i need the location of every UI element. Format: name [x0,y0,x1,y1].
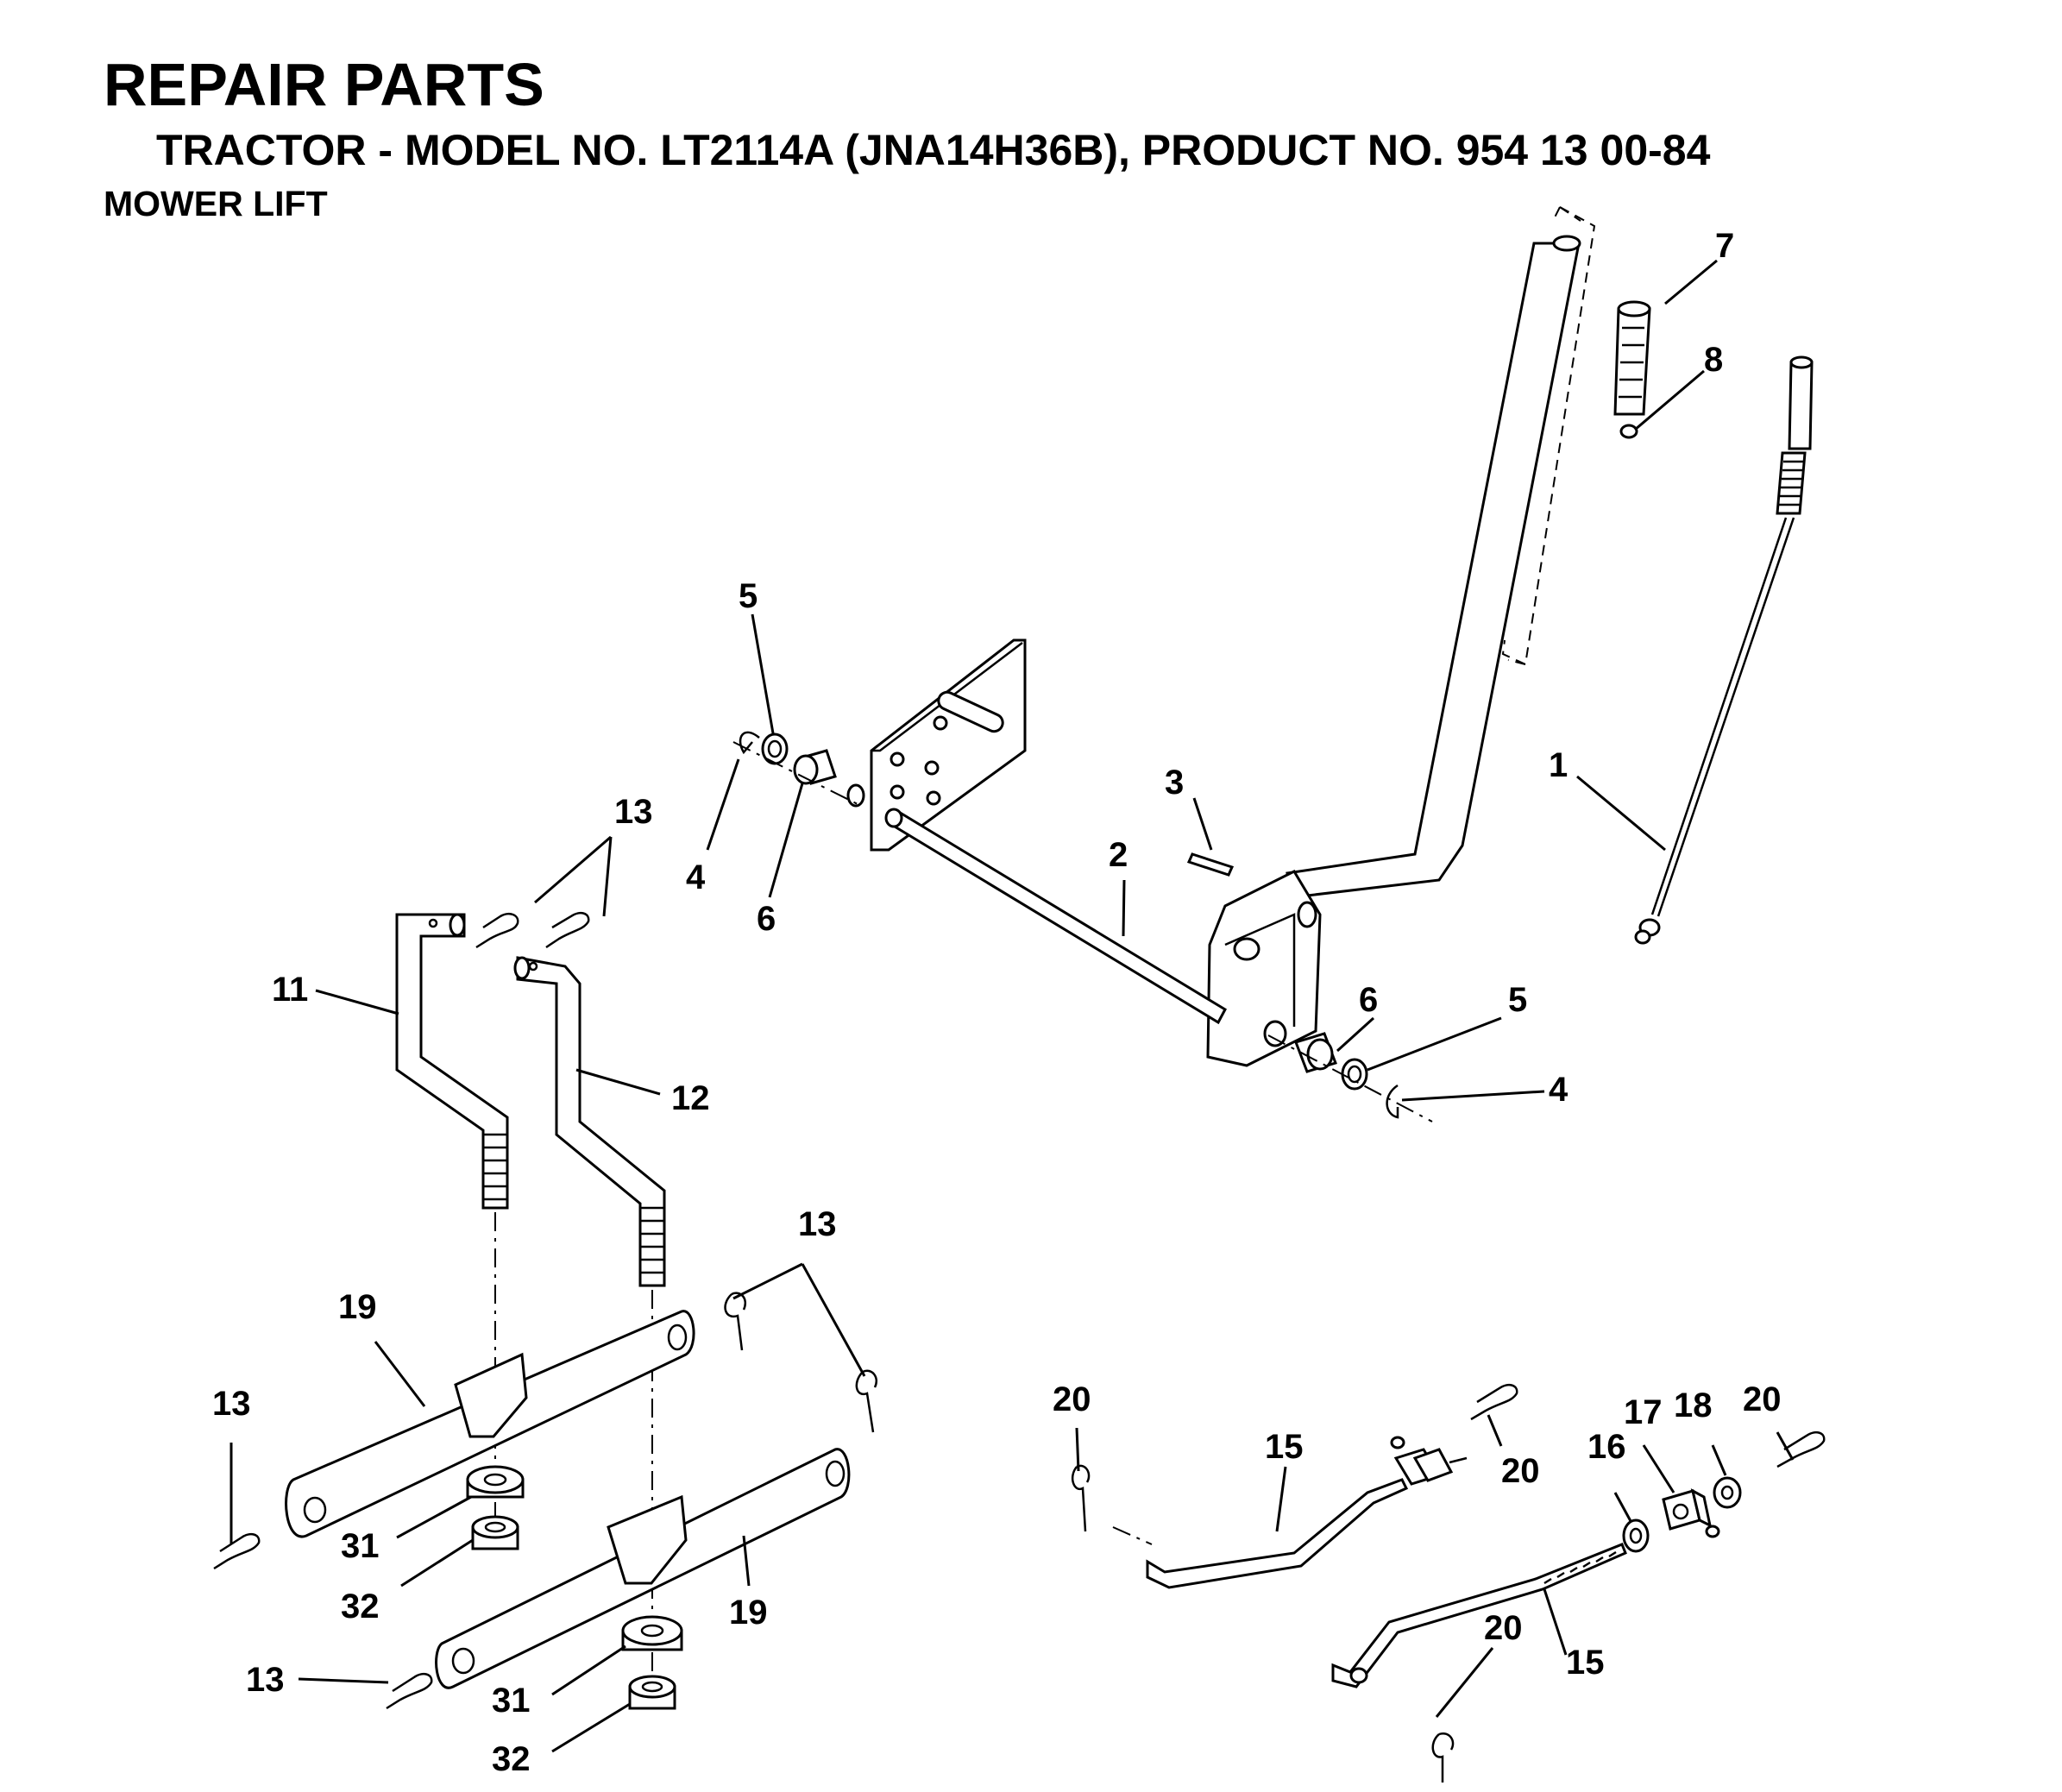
callout-11: 11 [272,971,308,1009]
lift-shaft-drawing [884,808,1227,1025]
grip-dashed-outline [1501,206,1596,666]
callout-13-lower: 13 [246,1661,285,1699]
leader-lines [229,259,1795,1753]
callout-20-right: 20 [1743,1380,1782,1418]
roll-pin-drawing [1186,852,1235,877]
callout-32-upper: 32 [341,1588,380,1625]
callout-17: 17 [1624,1393,1663,1431]
lift-plate-drawing [870,638,1027,852]
callout-15-lower: 15 [1566,1644,1605,1682]
callout-labels: 7 8 5 3 1 13 4 6 2 11 12 6 5 4 13 19 13 … [212,227,1782,1778]
callout-3: 3 [1165,764,1184,802]
lift-link-12-drawing [513,956,666,1287]
callout-6-left: 6 [757,900,776,938]
callout-15-upper: 15 [1265,1428,1304,1466]
jam-nut-16 [1622,1518,1650,1553]
callout-13-upper: 13 [614,793,653,831]
callout-4-right: 4 [1549,1071,1569,1109]
callout-6-right: 6 [1359,981,1378,1019]
adjust-rod-upper [1112,1436,1468,1589]
callout-32-lower: 32 [492,1740,531,1778]
callout-13-right: 13 [798,1205,837,1243]
page-title: REPAIR PARTS [104,51,544,118]
spacer-31-lower [621,1615,683,1651]
callout-20-left: 20 [1053,1380,1091,1418]
callout-31-upper: 31 [341,1527,380,1565]
callout-2: 2 [1109,836,1128,874]
hairpin-clips-lift-arms [213,1292,877,1710]
nut-32-lower [628,1675,676,1710]
callout-1: 1 [1549,746,1568,784]
section-title: MOWER LIFT [104,184,328,223]
callout-19-lower: 19 [729,1594,768,1632]
trunnion-17 [1662,1488,1720,1538]
nut-32-upper [471,1515,519,1550]
callout-7: 7 [1715,227,1734,265]
callout-31-lower: 31 [492,1682,531,1720]
callout-5-left: 5 [739,577,758,615]
spacer-31-upper [466,1465,525,1499]
callout-16: 16 [1587,1428,1626,1466]
lift-arm-lower-drawing [435,1448,851,1689]
callout-8: 8 [1704,341,1723,379]
handle-grip-drawing [1613,300,1651,439]
lift-spring-drawing [1634,355,1814,945]
callout-5-right: 5 [1508,981,1527,1019]
lift-link-11-drawing [395,913,509,1210]
hairpin-clips-upper [475,911,590,949]
callout-12: 12 [671,1079,710,1117]
hairpin-clips-20 [1071,1383,1826,1783]
callout-4-left: 4 [686,858,706,896]
adjust-rod-lower [1331,1543,1627,1688]
nut-18 [1713,1476,1742,1509]
callout-18: 18 [1674,1386,1713,1424]
lift-arm-upper-drawing [285,1310,695,1538]
model-subtitle: TRACTOR - MODEL NO. LT2114A (JNA14H36B),… [156,126,1711,174]
callout-20-mid: 20 [1501,1452,1540,1490]
right-shaft-hardware [1263,1020,1433,1122]
callout-19-upper: 19 [338,1288,377,1326]
callout-13-left: 13 [212,1385,251,1423]
lift-handle-drawing [1206,235,1581,1067]
left-shaft-hardware [732,731,865,808]
callout-20-lower: 20 [1484,1609,1523,1647]
